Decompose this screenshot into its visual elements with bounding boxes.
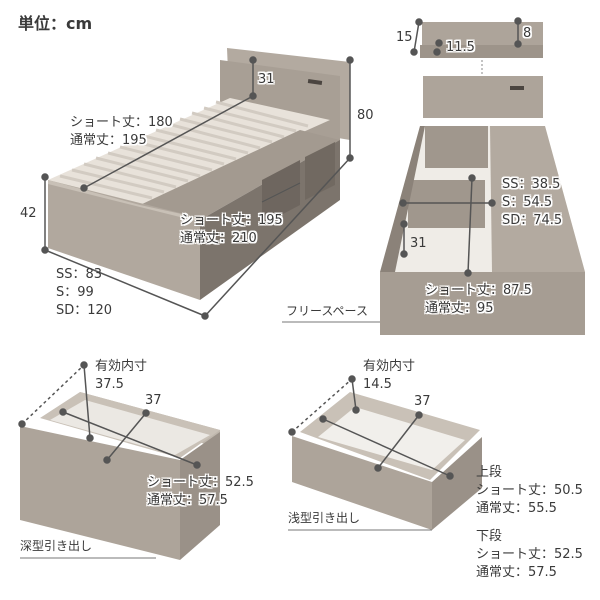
bed-length-short: ショート丈：195	[180, 213, 283, 228]
free-space-label: フリースペース	[286, 304, 368, 318]
storage-length-labels: ショート丈：87.5 通常丈：95	[425, 282, 532, 318]
deep-drawer-inner-labels: 有効内寸 37.5	[95, 358, 147, 394]
shallow-drawer-drawing	[292, 392, 482, 530]
shallow-drawer-inner-labels: 有効内寸 14.5	[363, 358, 415, 394]
storage-width-sd: SD：74.5	[502, 213, 563, 228]
unit-label: 単位：cm	[18, 14, 93, 33]
storage-length-short: ショート丈：87.5	[425, 283, 532, 298]
deep-drawer-drawing	[20, 392, 220, 560]
deep-drawer-inner-height: 37.5	[95, 377, 124, 392]
bed-width-labels: SS：83 S：99 SD：120	[56, 266, 112, 320]
upper-tier-title: 上段	[476, 465, 503, 480]
upper-length-normal: 通常丈：55.5	[476, 501, 557, 516]
deep-drawer-length-normal: 通常丈：57.5	[147, 493, 228, 508]
shelf-detail-drawing	[420, 22, 543, 76]
deep-drawer-title: 深型引き出し	[20, 539, 93, 553]
storage-view-drawing	[380, 76, 585, 335]
shallow-drawer-title: 浅型引き出し	[288, 511, 361, 525]
bed-width-s: S：99	[56, 285, 94, 300]
storage-width-labels: SS：38.5 S：54.5 SD：74.5	[502, 176, 562, 230]
shelf-depth-label: 11.5	[446, 40, 475, 55]
shallow-drawer-inner-height: 14.5	[363, 377, 392, 392]
bed-overview-drawing	[48, 48, 350, 300]
bed-dimension-lines	[41, 56, 354, 320]
shallow-drawer-upper-labels: 上段 ショート丈：50.5 通常丈：55.5	[476, 464, 583, 518]
drop-height-label: 31	[410, 236, 427, 251]
storage-width-s: S：54.5	[502, 195, 553, 210]
shallow-drawer-width-label: 37	[414, 394, 431, 409]
deep-drawer-inner-title: 有効内寸	[95, 359, 148, 374]
headboard-height-label: 31	[258, 72, 275, 87]
shelf-inner-label: 8	[523, 26, 532, 41]
total-height-label: 80	[357, 108, 374, 123]
shelf-height-label: 15	[396, 30, 413, 45]
deep-drawer-length-short: ショート丈：52.5	[147, 475, 254, 490]
bed-length-labels: ショート丈：195 通常丈：210	[180, 212, 283, 248]
side-height-label: 42	[20, 206, 37, 221]
mattress-length-labels: ショート丈：180 通常丈：195	[70, 114, 173, 150]
deep-drawer-width-label: 37	[145, 393, 162, 408]
storage-length-normal: 通常丈：95	[425, 301, 494, 316]
shallow-drawer-lower-labels: 下段 ショート丈：52.5 通常丈：57.5	[476, 528, 583, 582]
lower-length-normal: 通常丈：57.5	[476, 565, 557, 580]
bed-width-ss: SS：83	[56, 267, 103, 282]
shallow-drawer-inner-title: 有効内寸	[363, 359, 416, 374]
bed-width-sd: SD：120	[56, 303, 113, 318]
lower-length-short: ショート丈：52.5	[476, 547, 583, 562]
bed-length-normal: 通常丈：210	[180, 231, 257, 246]
lower-tier-title: 下段	[476, 529, 503, 544]
upper-length-short: ショート丈：50.5	[476, 483, 583, 498]
mattress-length-normal: 通常丈：195	[70, 133, 147, 148]
mattress-length-short: ショート丈：180	[70, 115, 173, 130]
storage-width-ss: SS：38.5	[502, 177, 561, 192]
deep-drawer-length-labels: ショート丈：52.5 通常丈：57.5	[147, 474, 254, 510]
